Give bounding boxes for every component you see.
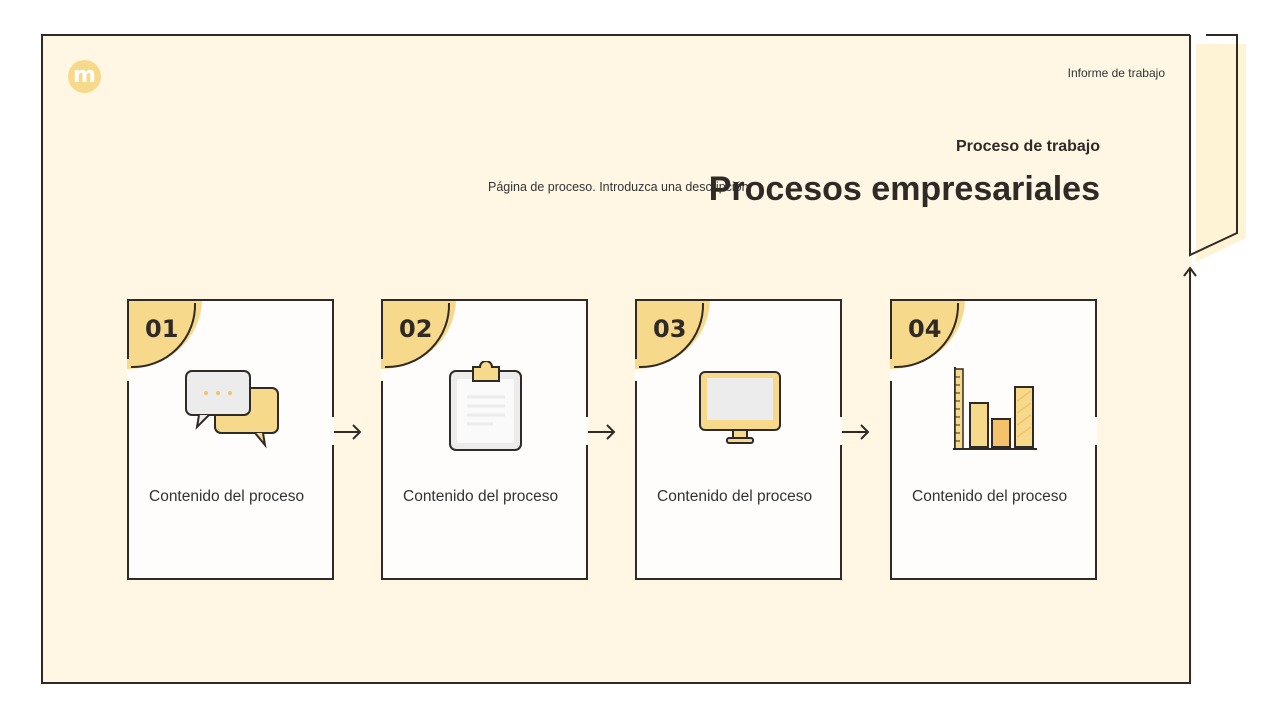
page-title: Procesos empresariales (708, 170, 1100, 208)
report-label: Informe de trabajo (1067, 66, 1165, 80)
step-text: Contenido del proceso (403, 488, 559, 505)
page-subtitle: Página de proceso. Introduzca una descri… (488, 180, 753, 194)
step-number: 02 (399, 315, 433, 343)
process-card-2: 02 Contenido del proceso (381, 299, 588, 580)
section-kicker: Proceso de trabajo (955, 138, 1100, 155)
chat-bubbles-icon (185, 370, 279, 449)
card-frame (127, 299, 334, 580)
step-text: Contenido del proceso (149, 488, 305, 505)
step-number: 01 (145, 315, 179, 343)
process-card-4: 04 Contenido del proceso (890, 299, 1097, 580)
step-number: 04 (908, 315, 942, 343)
card-frame (635, 299, 842, 580)
process-card-1: 01 Contenido del proceso (127, 299, 334, 580)
step-text: Contenido del proceso (912, 488, 1068, 505)
bar-chart-icon (953, 367, 1037, 450)
card-frame (381, 299, 588, 580)
step-text: Contenido del proceso (657, 488, 813, 505)
clipboard-icon (449, 361, 522, 451)
card-frame (890, 299, 1097, 580)
monitor-icon (699, 371, 781, 444)
step-number: 03 (653, 315, 687, 343)
process-card-3: 03 Contenido del proceso (635, 299, 842, 580)
brand-logo: m (68, 60, 101, 93)
